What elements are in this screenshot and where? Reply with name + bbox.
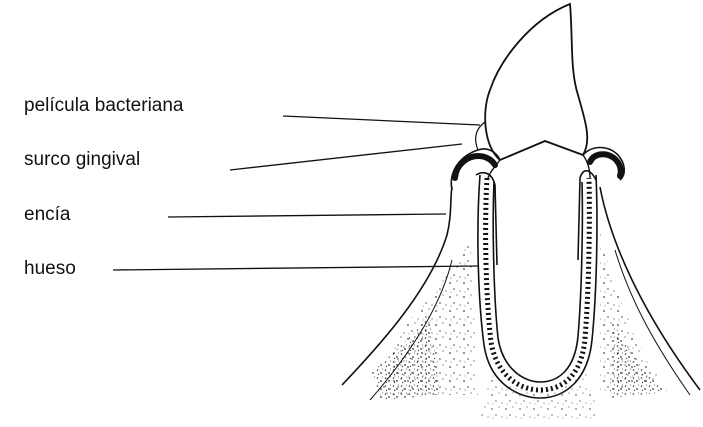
leader-line-bacterial-film bbox=[283, 116, 480, 125]
tooth-crown bbox=[485, 4, 587, 160]
right-alveolar-crest bbox=[578, 171, 596, 260]
label-gingival-sulcus: surco gingival bbox=[24, 150, 140, 169]
leader-line-gum bbox=[168, 214, 446, 217]
leader-line-bone bbox=[113, 266, 478, 270]
label-bone: hueso bbox=[24, 259, 76, 278]
label-bacterial-film: película bacteriana bbox=[24, 96, 184, 115]
leader-line-gingival-sulcus bbox=[230, 144, 462, 170]
right-bacterial-film bbox=[590, 154, 621, 176]
label-gum: encía bbox=[24, 205, 70, 224]
root-inner-outline bbox=[493, 182, 582, 382]
left-gum-crest bbox=[476, 122, 485, 150]
